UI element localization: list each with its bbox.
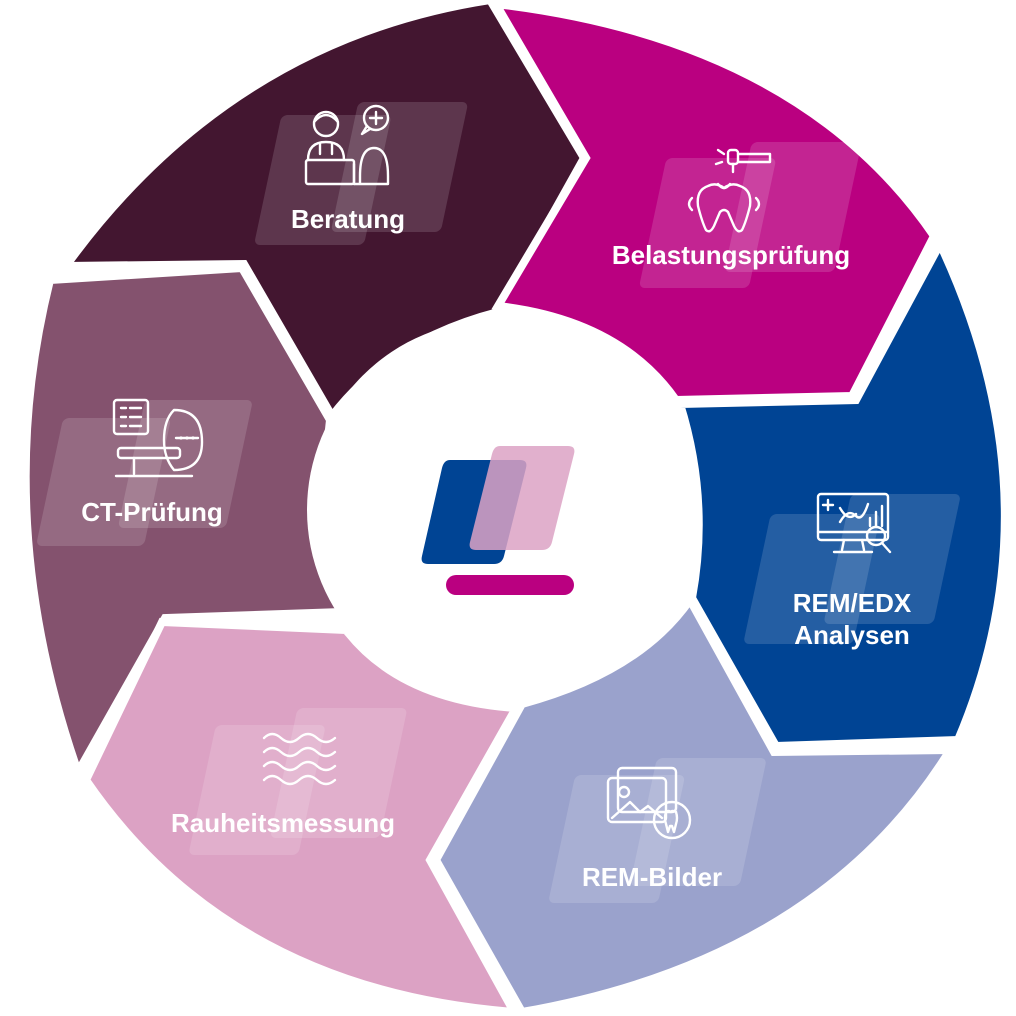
segment-belastung-shape <box>489 0 939 405</box>
rem-edx-label-line2: Analysen <box>794 620 910 650</box>
belastung-label: Belastungsprüfung <box>612 240 850 270</box>
beratung-label: Beratung <box>291 204 405 234</box>
segment-rauheitsmessung: Rauheitsmessung <box>81 617 523 1016</box>
center-logo <box>307 320 687 700</box>
belastung-card-back <box>639 158 776 288</box>
segment-rem-edx: REM/EDX Analysen <box>674 235 1009 751</box>
logo-magenta-bar <box>446 575 574 595</box>
ct-pruefung-label: CT-Prüfung <box>81 497 223 527</box>
segment-rauheit-shape <box>81 617 523 1016</box>
ct-scanner-icon <box>112 398 204 478</box>
monitor-dna-analysis-icon <box>816 492 892 554</box>
rem-bilder-card-front <box>630 758 766 886</box>
segment-belastungspruefung: Belastungsprüfung <box>489 0 939 405</box>
logo-pink-shape <box>469 446 575 550</box>
rauheit-label: Rauheitsmessung <box>171 808 395 838</box>
beratung-card-back <box>255 115 391 245</box>
rem-bilder-label: REM-Bilder <box>582 862 722 892</box>
belastung-card-front <box>725 142 861 272</box>
ct-card-back <box>37 418 171 546</box>
segment-rem-bilder-shape <box>431 592 958 1016</box>
segment-ct-pruefung: CT-Prüfung <box>21 263 348 782</box>
tooth-drill-icon <box>687 148 772 233</box>
rem-edx-label: REM/EDX <box>793 588 912 618</box>
tooth-image-gallery-icon <box>606 766 692 840</box>
segment-rem-bilder: REM-Bilder <box>431 592 958 1016</box>
rem-edx-card-front <box>824 494 960 624</box>
rauheit-card-front <box>271 708 407 838</box>
doctor-consultation-icon <box>304 104 390 186</box>
surface-waves-icon <box>262 732 337 786</box>
beratung-card-front <box>331 102 468 232</box>
rauheit-card-back <box>189 725 325 855</box>
segment-beratung: Beratung <box>58 0 589 424</box>
rem-edx-card-back <box>744 514 880 644</box>
ct-card-front <box>118 400 252 528</box>
